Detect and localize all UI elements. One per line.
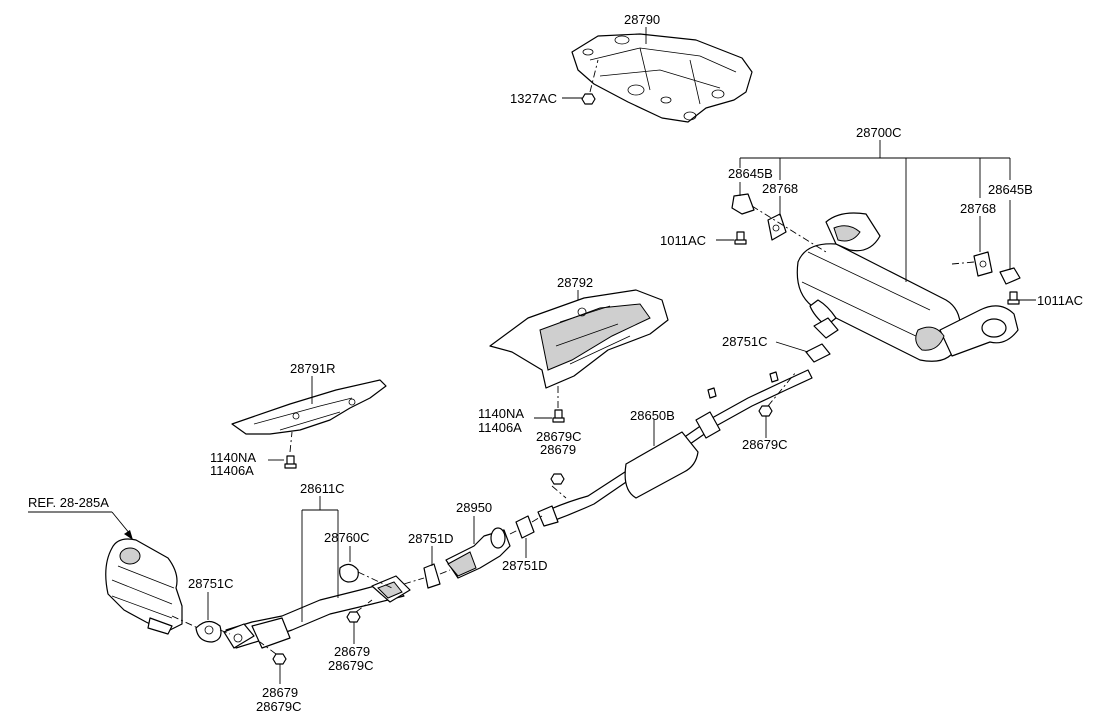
bolt-1140na-front <box>284 455 297 469</box>
gasket-28751c-front <box>195 620 222 643</box>
label-28679-low: 28679 <box>334 644 370 659</box>
nut-28679-center <box>550 473 565 485</box>
label-1140na-front: 1140NA <box>210 450 256 465</box>
rubber-hanger-28768-left <box>767 213 787 241</box>
label-28645b-right: 28645B <box>988 182 1033 197</box>
heat-shield-28790 <box>571 33 753 123</box>
front-pipe-28611c <box>223 575 411 649</box>
bolt-1011ac-left <box>734 231 747 245</box>
label-28790: 28790 <box>624 12 660 27</box>
label-28611c: 28611C <box>300 481 345 496</box>
label-28768-left: 28768 <box>762 181 798 196</box>
label-28679-center: 28679 <box>540 442 576 457</box>
gasket-28751c-rear <box>805 317 839 363</box>
label-11406a-center: 11406A <box>478 420 522 435</box>
label-28679c-low: 28679C <box>328 658 374 673</box>
label-28751d-right: 28751D <box>502 558 548 573</box>
label-28751d-left: 28751D <box>408 531 454 546</box>
ref-label: REF. 28-285A <box>28 495 109 510</box>
nut-1327ac <box>581 93 596 105</box>
nut-28679-low <box>346 611 361 623</box>
label-28650b: 28650B <box>630 408 675 423</box>
center-pipe-28650b <box>537 369 813 527</box>
rubber-hanger-28768-right <box>973 251 993 277</box>
rear-muffler-28700c <box>796 212 1019 362</box>
label-28950: 28950 <box>456 500 492 515</box>
catalytic-converter-ref <box>105 538 183 635</box>
gasket-28751d-left <box>423 563 441 589</box>
label-28751c-front: 28751C <box>188 576 234 591</box>
rubber-hanger-28760c <box>339 563 359 583</box>
nut-28679-bottom <box>272 653 287 665</box>
bolt-1140na-center <box>552 409 565 423</box>
label-1011ac-left: 1011AC <box>660 233 706 248</box>
label-28679-bottom: 28679 <box>262 685 298 700</box>
heat-shield-28792 <box>489 289 669 389</box>
hanger-bracket-28645b-right <box>999 267 1021 285</box>
nut-28679c-rear <box>758 405 773 417</box>
label-28791r: 28791R <box>290 361 336 376</box>
label-11406a-front: 11406A <box>210 463 254 478</box>
bolt-1011ac-right <box>1007 291 1020 305</box>
label-1327ac: 1327AC <box>510 91 557 106</box>
label-1140na-center: 1140NA <box>478 406 524 421</box>
hanger-bracket-28645b-left <box>731 193 755 215</box>
heat-shield-28791r <box>231 379 387 435</box>
label-28751c-rear: 28751C <box>722 334 768 349</box>
label-28679c-center: 28679C <box>536 429 582 444</box>
label-28792: 28792 <box>557 275 593 290</box>
label-28768-right: 28768 <box>960 201 996 216</box>
resonator-28950 <box>445 527 511 579</box>
label-28679c-bottom: 28679C <box>256 699 302 714</box>
gasket-28751d-right <box>515 515 535 539</box>
label-28679c-rear: 28679C <box>742 437 788 452</box>
label-28645b-left: 28645B <box>728 166 773 181</box>
label-28760c: 28760C <box>324 530 370 545</box>
label-1011ac-right: 1011AC <box>1037 293 1083 308</box>
label-28700c: 28700C <box>856 125 902 140</box>
